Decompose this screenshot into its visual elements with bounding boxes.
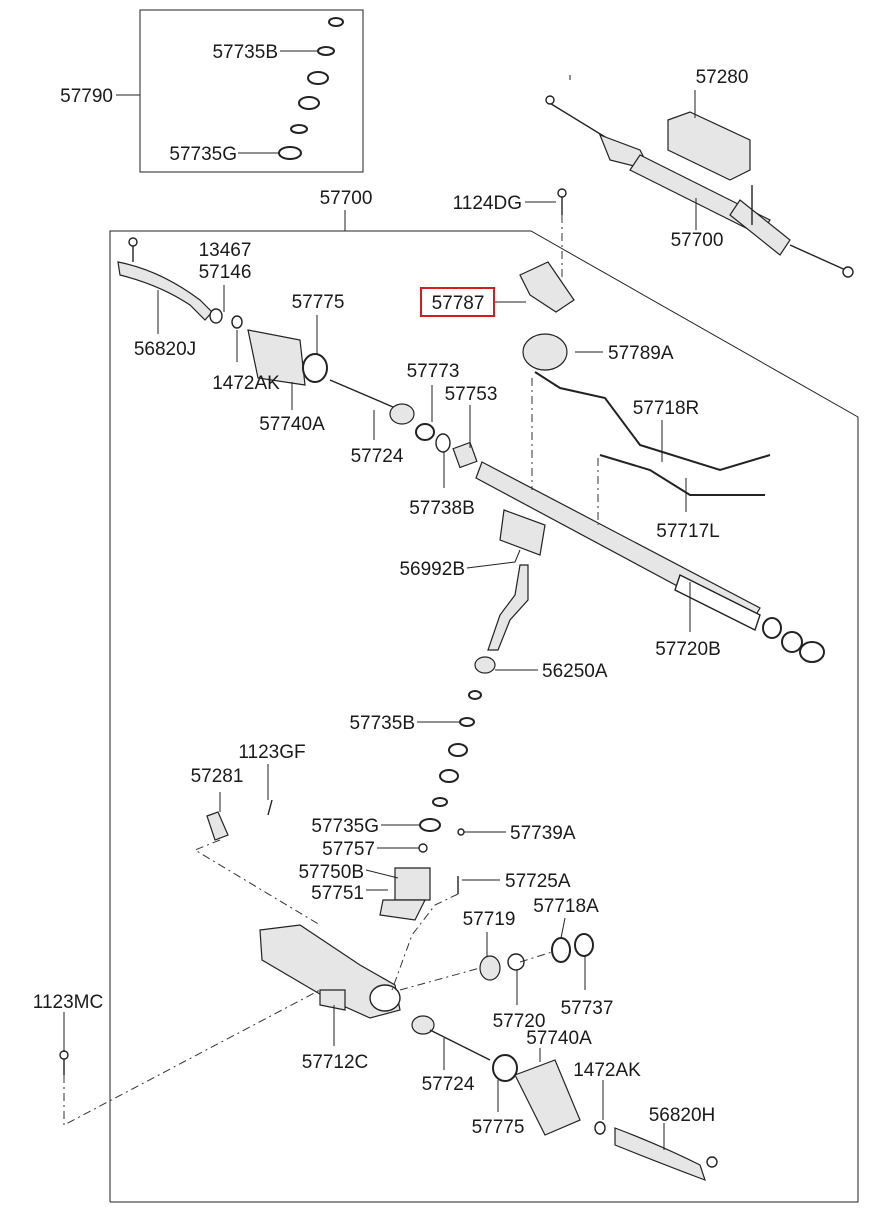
label-57281[interactable]: 57281	[191, 766, 244, 787]
label-57735b-top[interactable]: 57735B	[212, 42, 278, 63]
highlight-box-57787	[420, 287, 495, 317]
label-57719[interactable]: 57719	[463, 909, 516, 930]
label-57720[interactable]: 57720	[493, 1011, 546, 1032]
label-57735g-mid[interactable]: 57735G	[311, 816, 379, 837]
label-57787[interactable]: 57787	[432, 293, 485, 314]
label-57740a-bot[interactable]: 57740A	[526, 1028, 592, 1049]
label-57789a[interactable]: 57789A	[608, 343, 674, 364]
label-1124dg[interactable]: 1124DG	[453, 193, 522, 214]
label-57735g-top[interactable]: 57735G	[169, 144, 237, 165]
label-56820j[interactable]: 56820J	[134, 339, 196, 360]
main-assembly-frame	[109, 210, 859, 1203]
label-57740a-top[interactable]: 57740A	[259, 414, 325, 435]
label-57700-thumbnail[interactable]: 57700	[671, 230, 724, 251]
label-57790[interactable]: 57790	[60, 86, 113, 107]
label-57757[interactable]: 57757	[322, 839, 375, 860]
assembly-lines	[63, 215, 599, 1126]
label-56992b[interactable]: 56992B	[399, 559, 465, 580]
label-57775-top[interactable]: 57775	[292, 292, 345, 313]
label-57720b[interactable]: 57720B	[655, 639, 721, 660]
label-57775-bot[interactable]: 57775	[472, 1117, 525, 1138]
label-57737[interactable]: 57737	[561, 998, 614, 1019]
label-1472ak-bot[interactable]: 1472AK	[573, 1060, 641, 1081]
label-57750b[interactable]: 57750B	[298, 862, 364, 883]
label-57753[interactable]: 57753	[445, 384, 498, 405]
label-57724-top[interactable]: 57724	[351, 446, 404, 467]
label-57712c[interactable]: 57712C	[302, 1052, 369, 1073]
label-57738b[interactable]: 57738B	[409, 498, 475, 519]
label-57725a[interactable]: 57725A	[505, 871, 571, 892]
label-57718r[interactable]: 57718R	[633, 398, 700, 419]
label-1472ak-top[interactable]: 1472AK	[212, 373, 280, 394]
label-57735b-mid[interactable]: 57735B	[349, 713, 415, 734]
label-57724-bot[interactable]: 57724	[422, 1074, 475, 1095]
label-1123mc[interactable]: 1123MC	[33, 992, 103, 1013]
seal-kit-inset	[116, 9, 364, 173]
gear-assembly-thumbnail	[545, 95, 854, 278]
label-1123gf[interactable]: 1123GF	[238, 742, 305, 763]
label-57751[interactable]: 57751	[311, 883, 364, 904]
label-57717l[interactable]: 57717L	[656, 521, 719, 542]
label-57718a[interactable]: 57718A	[533, 896, 599, 917]
part-labels: 57790 57735B 57735G 57280 57700 57700 11…	[33, 42, 749, 1138]
label-13467[interactable]: 13467	[199, 240, 252, 261]
label-57146[interactable]: 57146	[199, 262, 252, 283]
label-56250a[interactable]: 56250A	[542, 661, 608, 682]
label-56820h[interactable]: 56820H	[649, 1105, 716, 1126]
leader-lines	[63, 75, 696, 1150]
label-57739a[interactable]: 57739A	[510, 823, 576, 844]
label-57700-frame[interactable]: 57700	[320, 188, 373, 209]
label-57280[interactable]: 57280	[696, 67, 749, 88]
parts-drawing	[59, 188, 825, 1182]
label-57773[interactable]: 57773	[407, 361, 460, 382]
